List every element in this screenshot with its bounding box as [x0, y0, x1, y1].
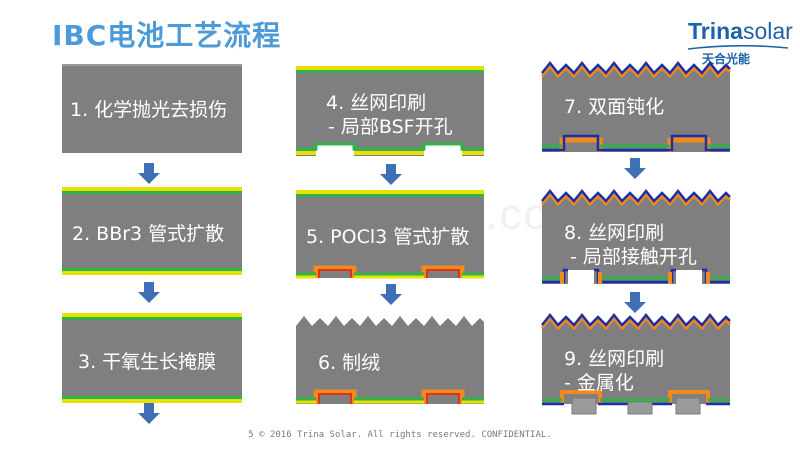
bsf-opening-layers-icon: [296, 66, 484, 156]
logo-swoosh-icon: [688, 45, 788, 50]
step-4-screen-print-bsf-opening: 4. 丝网印刷 - 局部BSF开孔: [296, 66, 484, 156]
step-8-label: 8. 丝网印刷: [564, 222, 665, 244]
polished-edge-icon: [62, 64, 242, 66]
metallized-wafer-icon: [540, 312, 732, 415]
logo-brand-light: solar: [742, 18, 793, 44]
logo-brand-bold: Trina: [688, 18, 743, 44]
step-7-label: 7. 双面钝化: [564, 96, 665, 118]
step-1-label: 1. 化学抛光去损伤: [70, 99, 228, 121]
step-2-label: 2. BBr3 管式扩散: [72, 223, 225, 245]
phosphorus-diffused-layers-icon: [296, 190, 484, 279]
step-8-sublabel: - 局部接触开孔: [570, 246, 697, 268]
step-7-double-side-passivation: 7. 双面钝化: [540, 60, 732, 152]
logo-chinese-name: 天合光能: [702, 52, 751, 66]
down-arrow-icon: [138, 403, 160, 424]
step-2-bbr3-diffusion: 2. BBr3 管式扩散: [62, 187, 242, 275]
step-9-sublabel: - 金属化: [564, 372, 634, 394]
oxide-mask-layers-icon: [62, 313, 242, 403]
contact-opening-wafer-icon: [540, 188, 732, 284]
page-title: IBC电池工艺流程: [52, 19, 282, 52]
step-6-label: 6. 制绒: [318, 352, 381, 374]
footer-copyright: 5 © 2016 Trina Solar. All rights reserve…: [248, 430, 552, 440]
trina-solar-logo: Trinasolar 天合光能: [688, 18, 793, 68]
step-6-texturing: 6. 制绒: [296, 314, 484, 404]
textured-wafer-icon: [296, 316, 484, 404]
step-8-screen-print-contact-opening: 8. 丝网印刷 - 局部接触开孔: [540, 188, 732, 284]
down-arrow-icon: [380, 284, 402, 305]
step-5-label: 5. POCl3 管式扩散: [306, 226, 470, 248]
down-arrow-icon: [624, 158, 646, 179]
step-5-pocl3-diffusion: 5. POCl3 管式扩散: [296, 190, 484, 279]
step-3-label: 3. 干氧生长掩膜: [78, 351, 217, 373]
down-arrow-icon: [138, 163, 160, 184]
down-arrow-icon: [138, 282, 160, 303]
step-4-sublabel: - 局部BSF开孔: [328, 116, 453, 138]
down-arrow-icon: [624, 292, 646, 313]
boron-doped-layers-icon: [62, 187, 242, 275]
passivated-wafer-icon: [540, 60, 732, 152]
step-1-chemical-polish: 1. 化学抛光去损伤: [62, 64, 242, 153]
step-9-screen-print-metallization: 9. 丝网印刷 - 金属化: [540, 312, 732, 415]
step-9-label: 9. 丝网印刷: [564, 348, 665, 370]
step-3-dry-oxidation-mask: 3. 干氧生长掩膜: [62, 313, 242, 403]
down-arrow-icon: [380, 164, 402, 185]
step-4-label: 4. 丝网印刷: [326, 92, 427, 114]
